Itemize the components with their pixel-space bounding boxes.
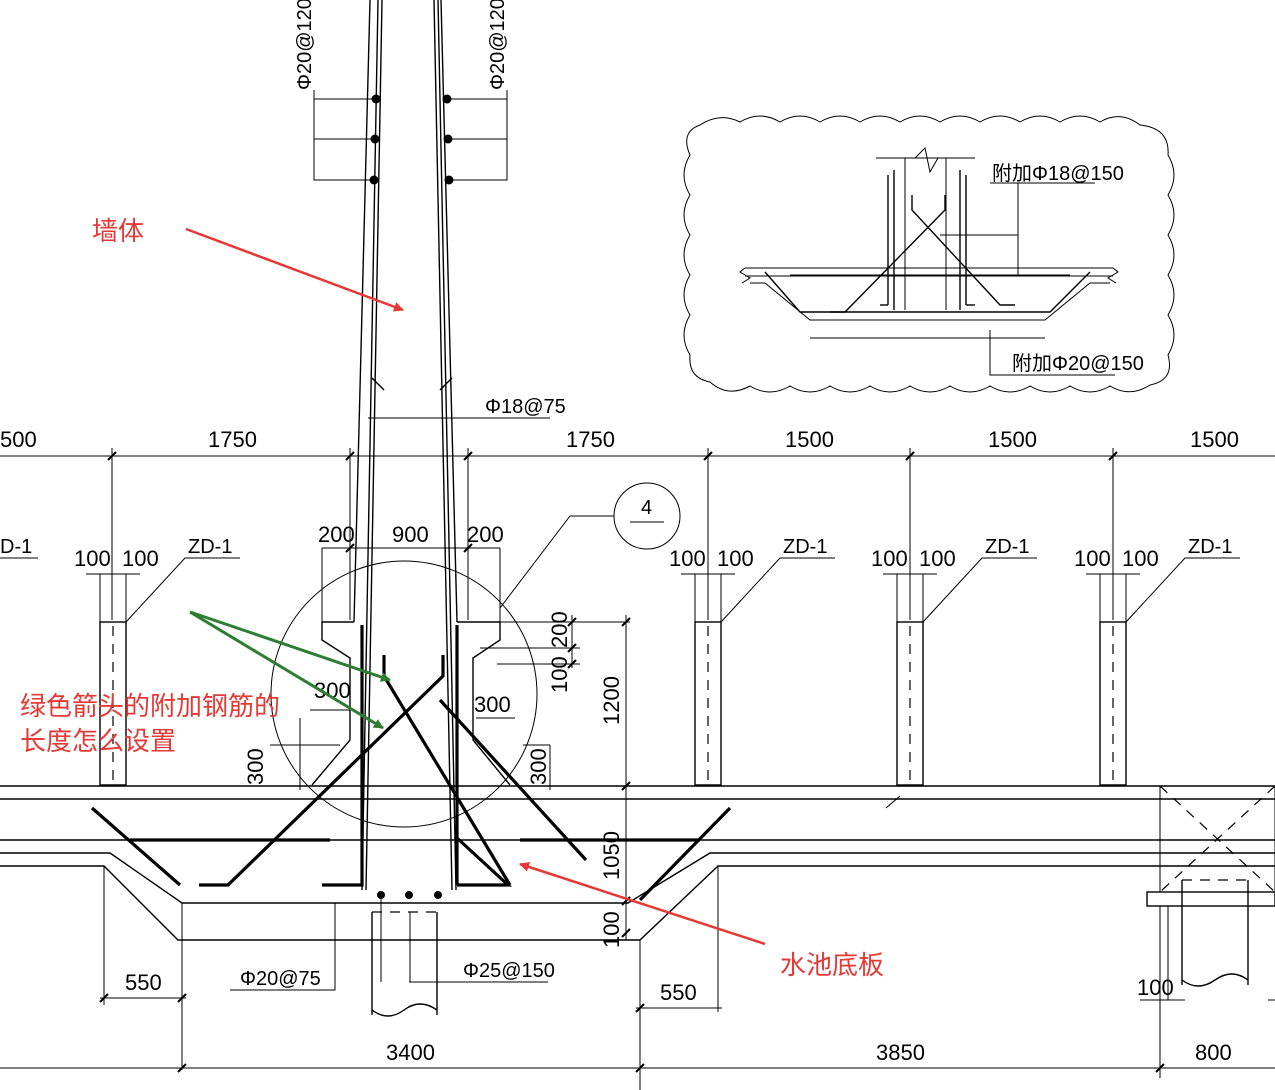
column-zd1-left (86, 557, 240, 786)
dim-v300-left: 300 (243, 748, 268, 785)
dim-top-500: 500 (0, 427, 37, 452)
dim-bottom-3400: 3400 (386, 1040, 435, 1065)
dim-100-b2: 100 (919, 546, 956, 571)
dim-550-left: 550 (125, 970, 162, 995)
zd1-label-a: ZD-1 (783, 536, 827, 558)
dim-v100-bottom: 100 (599, 911, 624, 948)
wall-annotation: 墙体 (92, 217, 144, 247)
top-dimension-row (0, 448, 1275, 620)
detail-callout-circle (270, 482, 681, 828)
dim-bottom-3850: 3850 (876, 1040, 925, 1065)
dim-top-1750-right: 1750 (566, 427, 615, 452)
wall-base-200-900-200 (321, 543, 501, 622)
green-arrow-lower (189, 610, 384, 730)
dim-v1050: 1050 (599, 831, 624, 880)
pile-left (371, 891, 548, 1017)
dim-wall-900: 900 (392, 522, 429, 547)
dim-v1200: 1200 (599, 676, 624, 725)
revision-cloud-detail (683, 115, 1175, 393)
dim-wall-200-right: 200 (467, 522, 504, 547)
question-annotation-line2: 长度怎么设置 (20, 727, 176, 757)
dim-bottom-800: 800 (1195, 1040, 1232, 1065)
additional-cross-bars (90, 625, 732, 902)
slab-red-arrow (519, 862, 766, 946)
wall-rebar-left-label: Φ20@120 (294, 0, 316, 90)
dim-100-left-b: 100 (122, 546, 159, 571)
dim-100-left-a: 100 (74, 546, 111, 571)
dim-top-1500-a: 1500 (785, 427, 834, 452)
dim-wall-200-left: 200 (318, 522, 355, 547)
zd1-label-cut: D-1 (0, 536, 32, 558)
slab-rebar-leader (230, 903, 336, 991)
slab-annotation: 水池底板 (780, 951, 884, 981)
detail-add-top-label: 附加Φ18@150 (992, 162, 1124, 185)
slab-outline (0, 785, 1275, 941)
column-zd1-c (1086, 557, 1240, 786)
detail-add-bottom-label: 附加Φ20@150 (1012, 352, 1144, 375)
dim-100-c2: 100 (1122, 546, 1159, 571)
dim-100-a1: 100 (669, 546, 706, 571)
column-zd1-a (681, 557, 835, 786)
wall-rebar-right-label: Φ20@120 (487, 0, 509, 90)
dim-v100: 100 (547, 656, 572, 693)
dim-top-1500-b: 1500 (988, 427, 1037, 452)
wall-rebar-mid-label: Φ18@75 (485, 396, 566, 418)
dim-top-1750-left: 1750 (208, 427, 257, 452)
dim-v200: 200 (547, 611, 572, 648)
dim-550-right: 550 (660, 980, 697, 1005)
dim-v300-right: 300 (526, 748, 551, 785)
wall-outline (313, 0, 550, 891)
slab-rebar-label: Φ20@75 (240, 968, 321, 990)
zd1-label-b: ZD-1 (985, 536, 1029, 558)
dim-100-b1: 100 (871, 546, 908, 571)
column-zd1-b (883, 557, 1037, 786)
question-annotation-line1: 绿色箭头的附加钢筋的 (20, 692, 280, 722)
detail-number: 4 (641, 497, 652, 519)
dim-100-pile-right: 100 (1137, 975, 1174, 1000)
pile-right (1140, 785, 1275, 1001)
dim-100-a2: 100 (717, 546, 754, 571)
dim-haunch-300-right: 300 (474, 692, 511, 717)
green-arrow-upper (189, 610, 391, 682)
pile-rebar-label: Φ25@150 (463, 960, 555, 982)
dim-top-1500-c: 1500 (1190, 427, 1239, 452)
zd1-label-left: ZD-1 (188, 536, 232, 558)
zd1-label-c: ZD-1 (1188, 536, 1232, 558)
wall-red-arrow (185, 227, 404, 312)
haunch-outline (270, 621, 630, 790)
dim-100-c1: 100 (1074, 546, 1111, 571)
bottom-dimension-row (0, 866, 1275, 1090)
